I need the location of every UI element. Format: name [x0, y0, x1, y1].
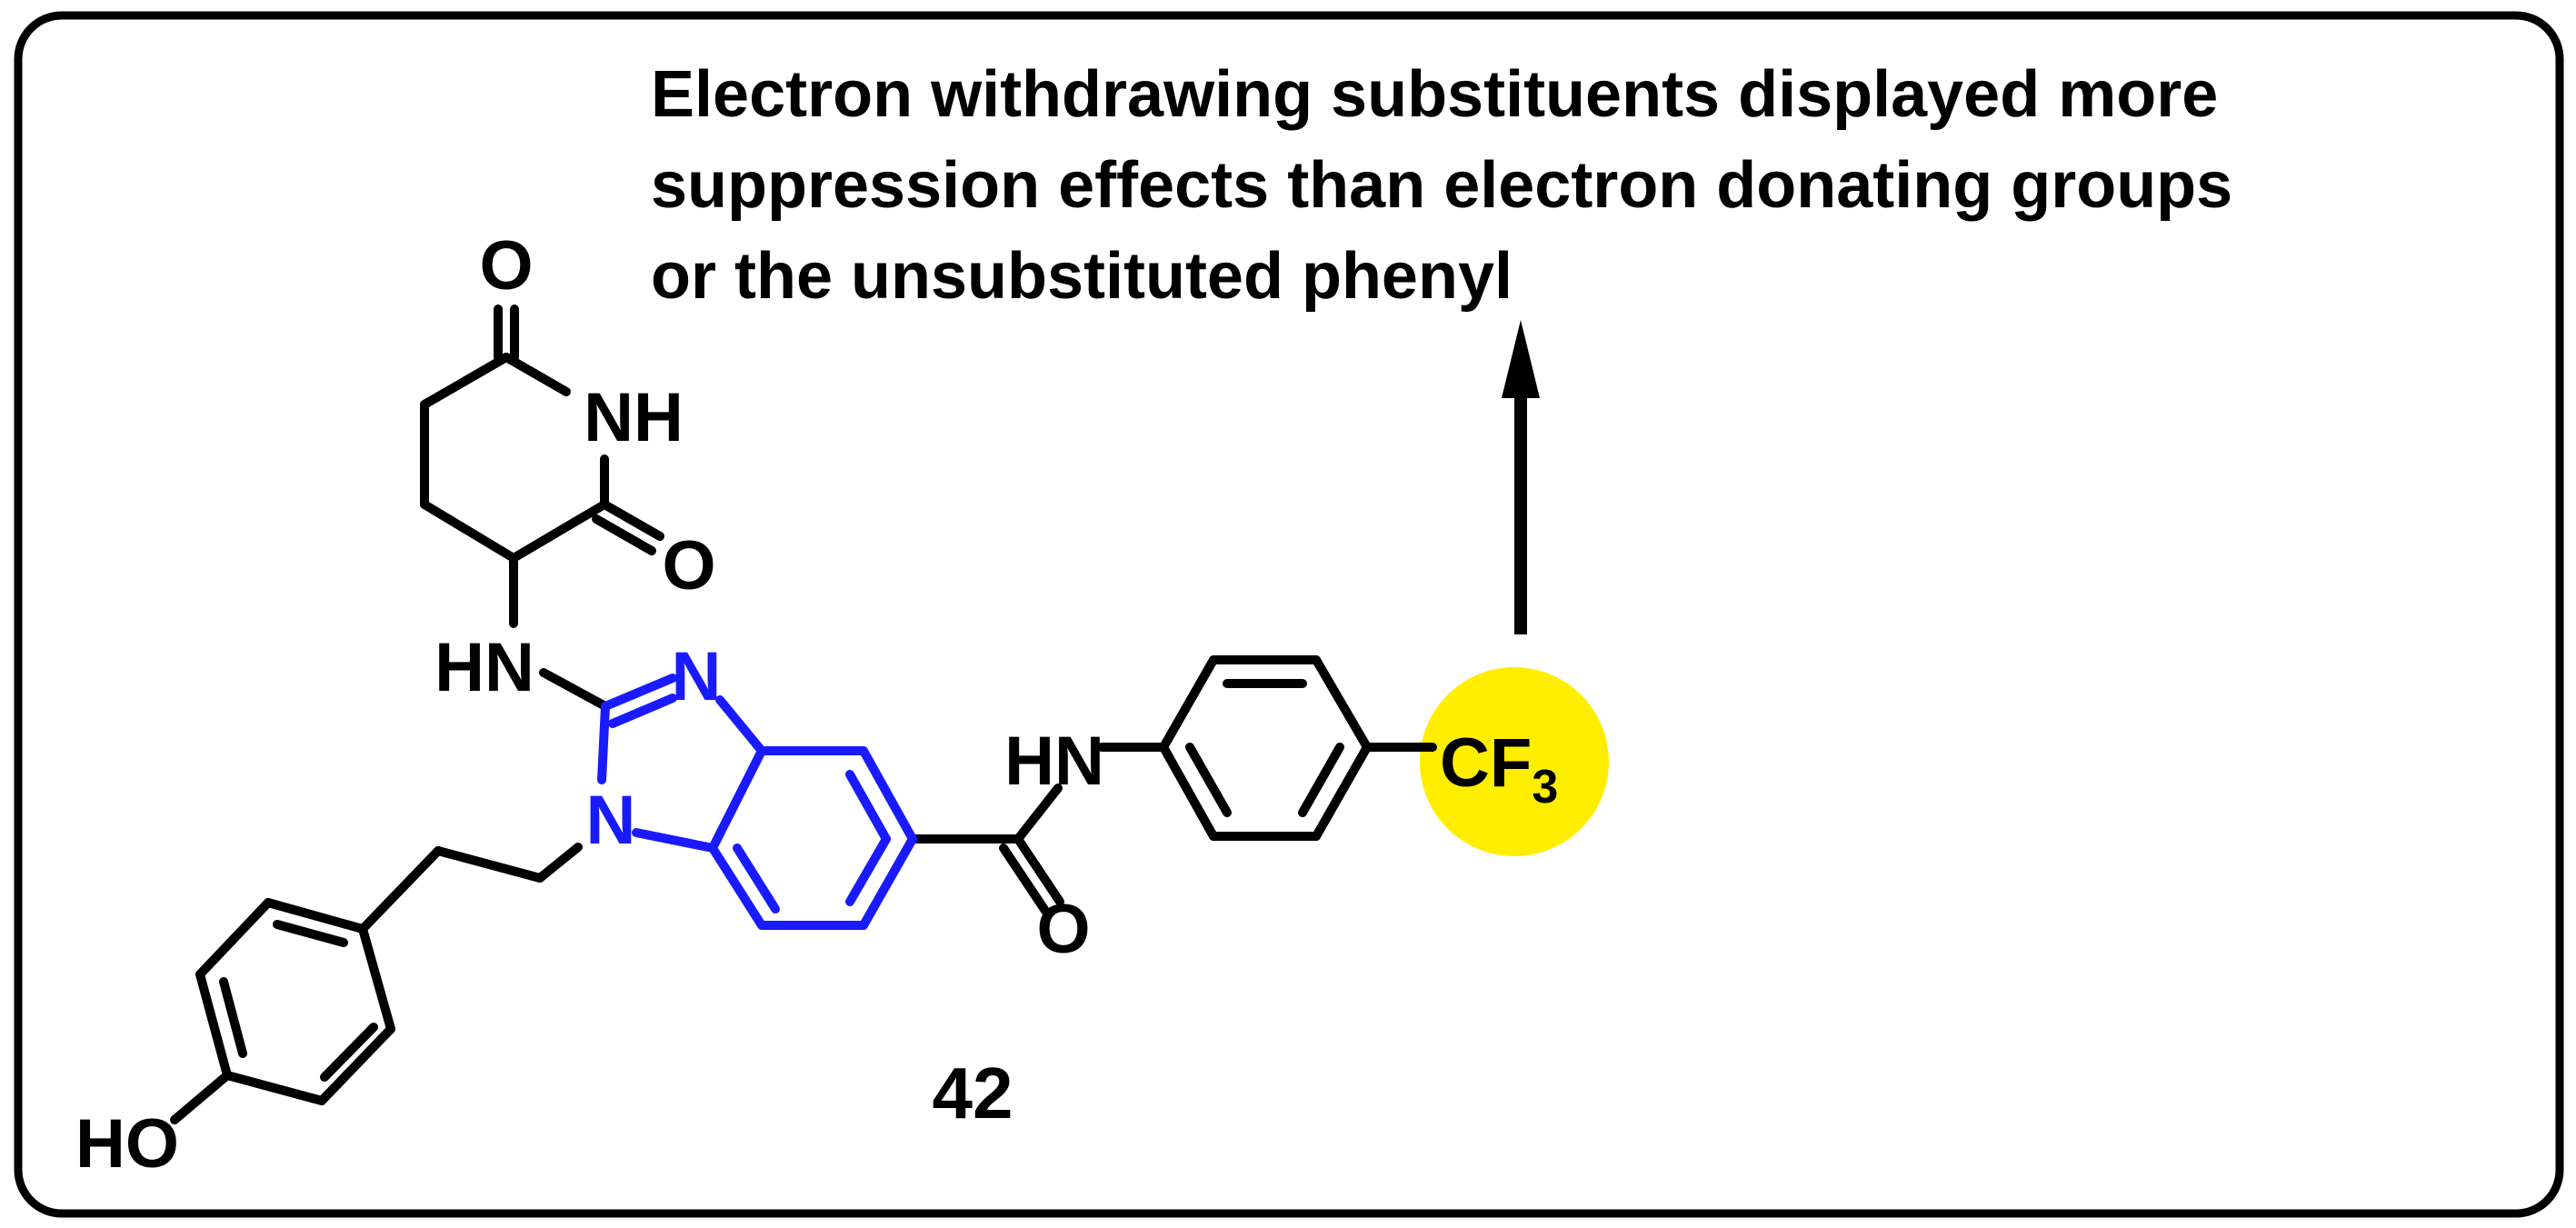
figure-frame: [14, 11, 2564, 1218]
note-line-3: or the unsubstituted phenyl: [651, 240, 1513, 313]
benzimidazole-core: [597, 674, 917, 930]
atom-amide-hn: HN: [1004, 723, 1104, 800]
atom-amine-hn: HN: [434, 629, 534, 706]
cf3-highlight: [1420, 667, 1609, 856]
atom-imide-nh: NH: [584, 379, 684, 456]
atom-imide-o-top: O: [479, 227, 533, 305]
pointer-arrow: [1502, 320, 1540, 634]
atom-amide-o: O: [1036, 891, 1090, 968]
atom-imidazole-n1: N: [586, 782, 636, 859]
note-line-2: suppression effects than electron donati…: [651, 149, 2232, 222]
atom-cf3-subscript: 3: [1532, 761, 1558, 814]
atom-cf3-main: CF: [1440, 724, 1532, 802]
atom-cf3: CF3: [1440, 724, 1558, 814]
atom-phenol-ho: HO: [75, 1105, 179, 1183]
molecule-bonds-black: [170, 305, 1437, 1124]
compound-label: 42: [933, 1053, 1013, 1133]
note-line-1: Electron withdrawing substituents displa…: [651, 58, 2218, 131]
atom-imide-o-right: O: [662, 527, 715, 604]
atom-labels: O NH O HN N N HN O HO CF3: [75, 227, 1558, 1183]
atom-imidazole-n3: N: [672, 638, 722, 715]
